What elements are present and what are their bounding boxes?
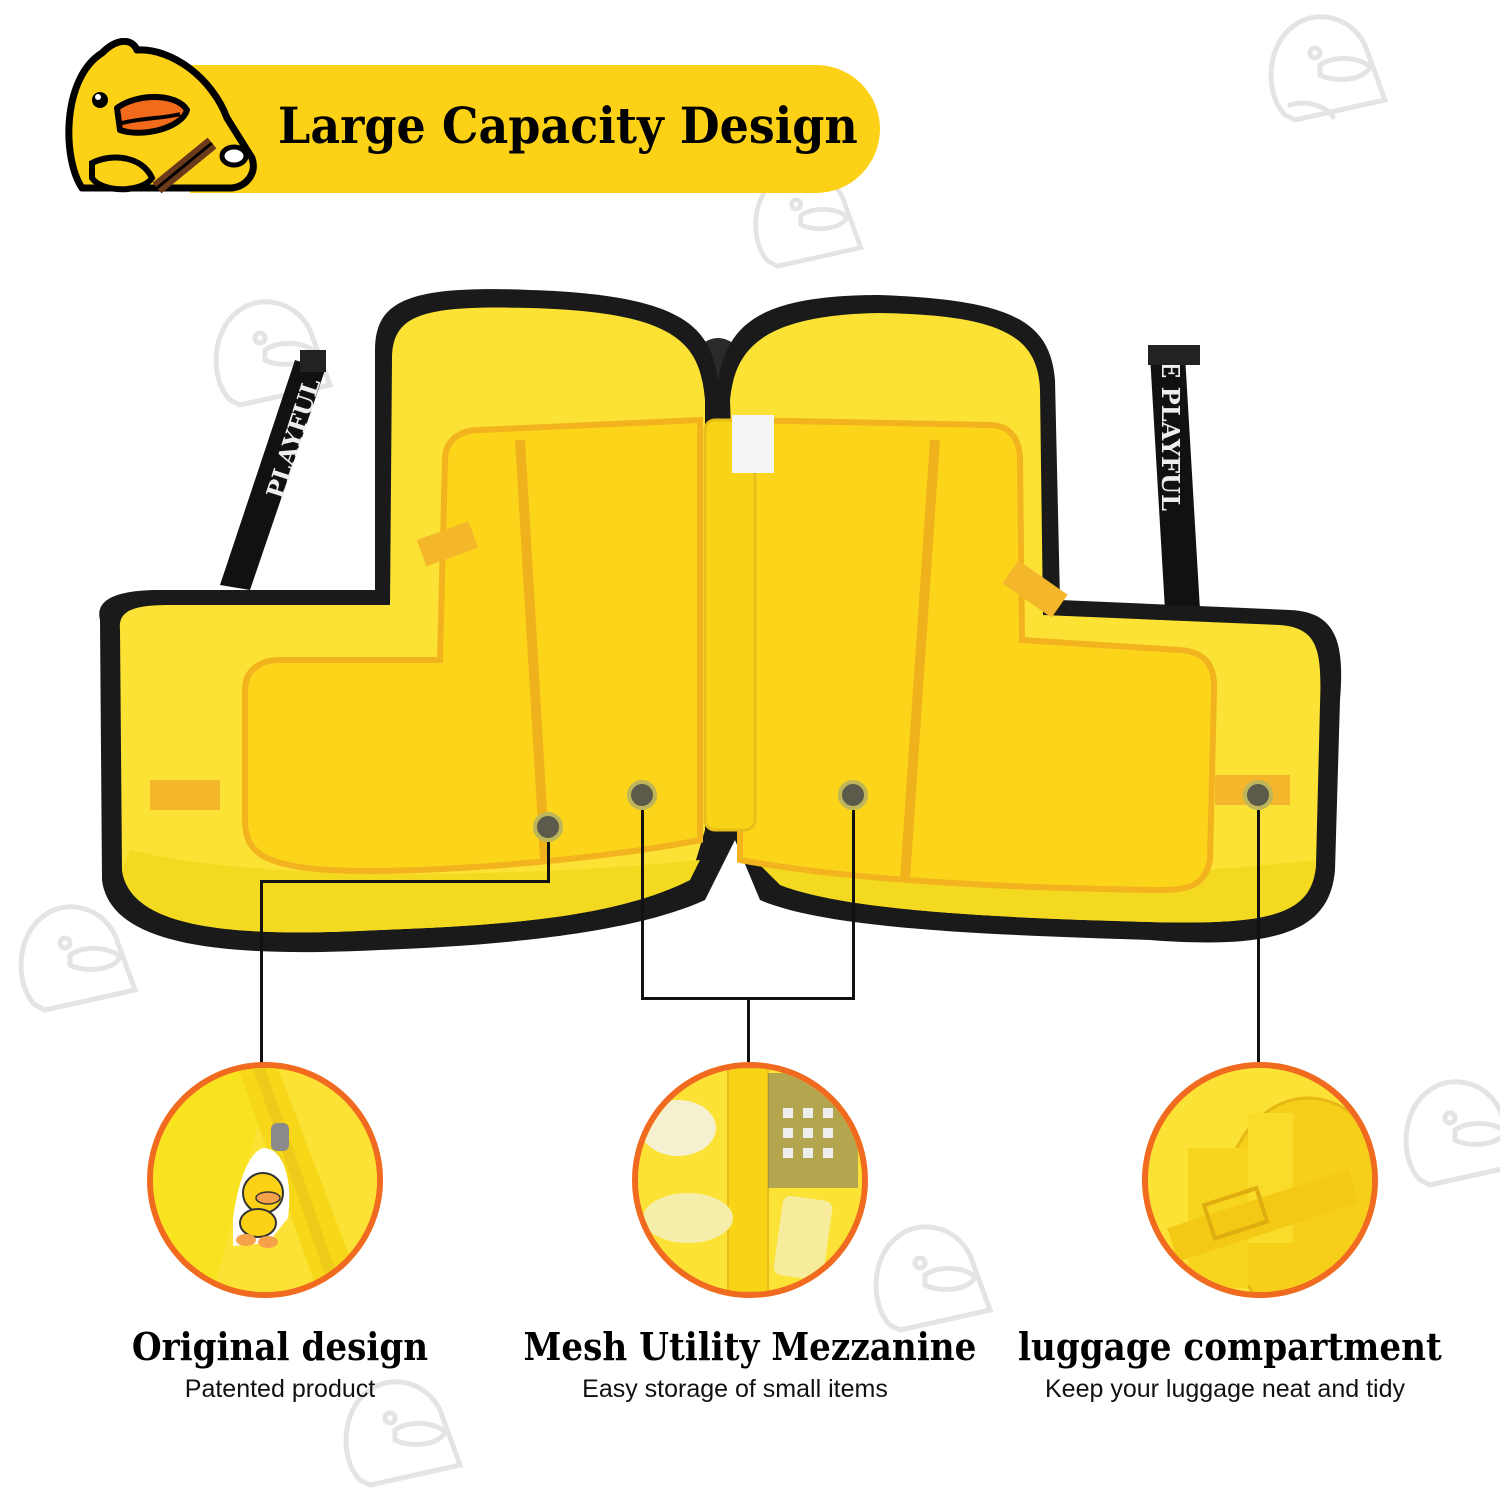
callout-dot-mesh-left	[627, 780, 657, 810]
mesh-pocket-icon	[638, 1068, 862, 1292]
callout-line	[260, 880, 263, 1065]
duck-watermark-icon	[343, 1379, 464, 1488]
callout-line	[747, 997, 750, 1065]
feature-subtitle: Patented product	[184, 1375, 376, 1403]
suitcase-image: PLAYFUL E PLAYFUL	[99, 289, 1342, 953]
page-title: Large Capacity Design	[278, 96, 858, 155]
feature-original-design: Original design Patented product	[80, 1324, 480, 1404]
right-strap: E PLAYFUL	[1148, 345, 1200, 610]
callout-dot-mesh-right	[838, 780, 868, 810]
svg-text:E PLAYFUL: E PLAYFUL	[1156, 360, 1185, 511]
callout-line	[260, 880, 550, 883]
duck-watermark-icon	[1268, 14, 1389, 123]
duck-zipper-pull-icon	[153, 1068, 377, 1292]
callout-line	[641, 810, 644, 1000]
feature-mesh-mezzanine: Mesh Utility Mezzanine Easy storage of s…	[500, 1324, 977, 1404]
duck-watermark-icon	[18, 904, 139, 1013]
header-banner	[190, 65, 880, 193]
feature-luggage-compartment: luggage compartment Keep your luggage ne…	[995, 1324, 1455, 1404]
strap-buckle-icon	[1148, 1068, 1372, 1292]
callout-line	[547, 842, 550, 882]
detail-circle-mesh	[632, 1062, 868, 1298]
feature-title: luggage compartment	[1018, 1324, 1442, 1369]
feature-title: Original design	[131, 1324, 429, 1369]
callout-dot-compartment	[1243, 780, 1273, 810]
feature-subtitle: Easy storage of small items	[582, 1375, 888, 1403]
callout-dot-original-design	[533, 812, 563, 842]
detail-circle-strap	[1142, 1062, 1378, 1298]
callout-line	[1257, 810, 1260, 1065]
duck-mascot-icon	[65, 38, 257, 194]
detail-circle-zipper	[147, 1062, 383, 1298]
duck-watermark-icon	[873, 1224, 994, 1333]
duck-watermark-icon	[1403, 1079, 1500, 1188]
callout-line	[852, 810, 855, 1000]
feature-subtitle: Keep your luggage neat and tidy	[1045, 1375, 1405, 1403]
left-strap: PLAYFUL	[220, 350, 326, 590]
feature-title: Mesh Utility Mezzanine	[523, 1324, 977, 1369]
